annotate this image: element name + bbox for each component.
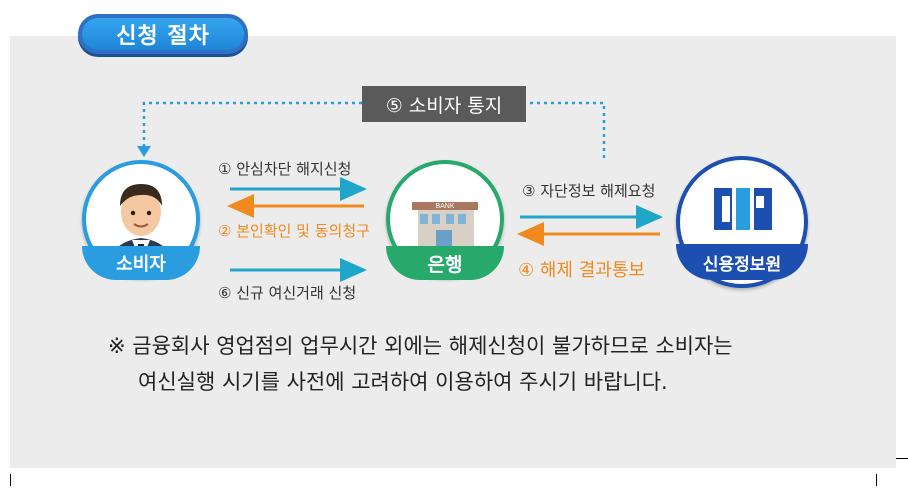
title-badge: 신청 절차 (78, 14, 248, 54)
bank-sign: BANK (435, 203, 454, 210)
step4-label: ④ 해제 결과통보 (518, 260, 645, 281)
credit-agency-label: 신용정보원 (676, 244, 808, 280)
step5-label: ⑤ 소비자 통지 (362, 86, 526, 122)
step1-label: ① 안심차단 해지신청 (218, 160, 352, 178)
bank-label: 은행 (386, 246, 504, 280)
step6-label: ⑥ 신규 여신거래 신청 (218, 284, 357, 302)
page-title: 신청 절차 (82, 18, 244, 50)
credit-agency-logo-icon (714, 188, 772, 230)
step3-label: ③ 자단정보 해제요청 (522, 182, 656, 200)
step2-label: ② 본인확인 및 동의청구 (218, 222, 370, 240)
notice-line-1: ※ 금융회사 영업점의 업무시간 외에는 해제신청이 불가하므로 소비자는 (108, 334, 733, 358)
notice-dotted-path (137, 101, 606, 158)
consumer-label: 소비자 (82, 246, 200, 280)
notice-line-2: 여신실행 시기를 사전에 고려하여 이용하여 주시기 바랍니다. (138, 370, 668, 394)
notice-text: ※ 금융회사 영업점의 업무시간 외에는 해제신청이 불가하므로 소비자는 여신… (108, 328, 828, 400)
crop-mark-corner (896, 458, 908, 459)
crop-mark-left (10, 474, 11, 486)
crop-mark-right (876, 474, 877, 486)
